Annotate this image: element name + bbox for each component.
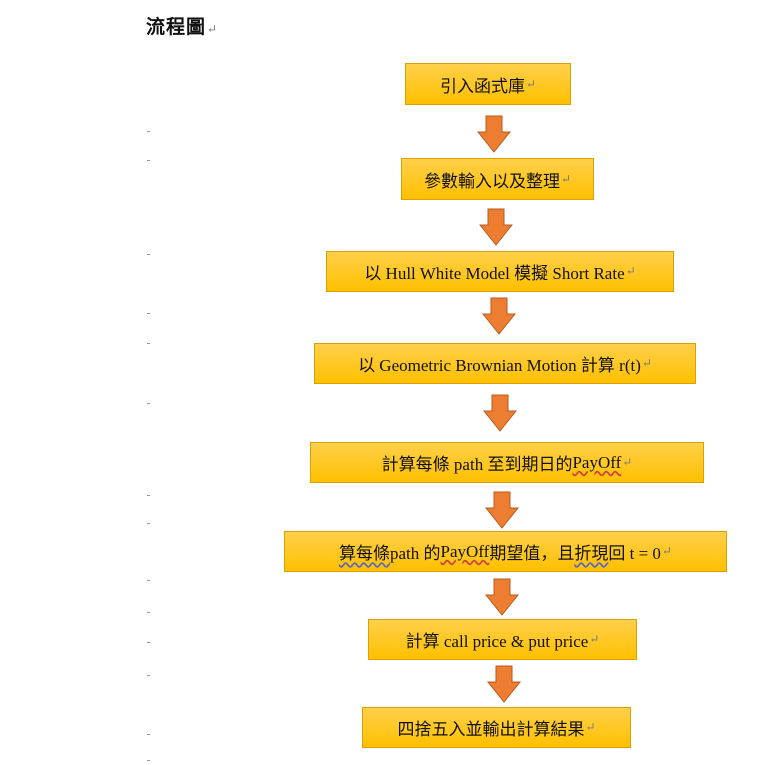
margin-mark (147, 734, 150, 735)
paragraph-mark: ↵ (625, 264, 636, 278)
margin-mark (147, 612, 150, 613)
down-arrow-icon (477, 115, 511, 153)
margin-mark (147, 495, 150, 496)
flow-step-label: 參數輸入以及整理 (423, 171, 560, 191)
flow-step-label-part: path 的 (390, 544, 441, 563)
down-arrow-icon (485, 578, 519, 616)
paragraph-mark: ↵ (622, 455, 633, 469)
margin-mark (147, 760, 150, 761)
flow-step-call-put-price[interactable]: 計算 call price & put price↵ (368, 619, 637, 660)
down-arrow-icon (482, 297, 516, 335)
flow-step-import-libraries[interactable]: 引入函式庫↵ (405, 63, 571, 105)
paragraph-mark: ↵ (585, 720, 596, 734)
margin-mark (147, 313, 150, 314)
margin-mark (147, 131, 150, 132)
flow-step-hull-white[interactable]: 以 Hull White Model 模擬 Short Rate↵ (326, 251, 674, 292)
flow-step-label-payoff: PayOff (440, 541, 490, 561)
flow-step-label: 四捨五入並輸出計算結果 (397, 720, 585, 739)
paragraph-mark: ↵ (207, 22, 219, 36)
margin-mark (147, 254, 150, 255)
paragraph-mark: ↵ (560, 171, 572, 186)
flow-step-parameter-input[interactable]: 參數輸入以及整理↵ (401, 158, 594, 200)
paragraph-mark: ↵ (661, 544, 672, 558)
flow-step-label-part: 期望值，且 (489, 544, 575, 563)
down-arrow-icon (479, 208, 513, 246)
margin-mark (147, 580, 150, 581)
flow-step-label: 引入函式庫 (439, 76, 525, 96)
margin-mark (147, 642, 150, 643)
margin-mark (147, 675, 150, 676)
margin-mark (147, 403, 150, 404)
flow-step-label-part: 折現 (574, 544, 609, 563)
margin-mark (147, 523, 150, 524)
down-arrow-icon (485, 491, 519, 529)
flow-step-label-part: 算每條 (339, 544, 391, 563)
paragraph-mark: ↵ (525, 76, 537, 91)
margin-mark (147, 160, 150, 161)
down-arrow-icon (483, 394, 517, 432)
flow-step-payoff[interactable]: 計算每條 path 至到期日的 PayOff↵ (310, 442, 704, 483)
margin-mark (147, 343, 150, 344)
down-arrow-icon (487, 665, 521, 703)
page-title-text: 流程圖 (146, 17, 207, 38)
flow-step-label: 以 Geometric Brownian Motion 計算 r(t) (358, 356, 641, 375)
flow-step-expected-value[interactable]: 算每條 path 的 PayOff 期望值，且折現回 t = 0↵ (284, 531, 727, 572)
flow-step-round-output[interactable]: 四捨五入並輸出計算結果↵ (362, 707, 631, 748)
page-title: 流程圖↵ (146, 12, 218, 39)
flow-step-label-payoff: PayOff (572, 452, 622, 472)
flow-step-label-part: 回 t = 0 (608, 544, 661, 563)
paragraph-mark: ↵ (641, 356, 652, 370)
flow-step-label: 計算 call price & put price (405, 632, 589, 651)
flow-step-gbm[interactable]: 以 Geometric Brownian Motion 計算 r(t)↵ (314, 343, 696, 384)
flow-step-label: 以 Hull White Model 模擬 Short Rate (364, 264, 625, 283)
paragraph-mark: ↵ (589, 632, 600, 646)
flow-step-label: 計算每條 path 至到期日的 (381, 455, 573, 474)
